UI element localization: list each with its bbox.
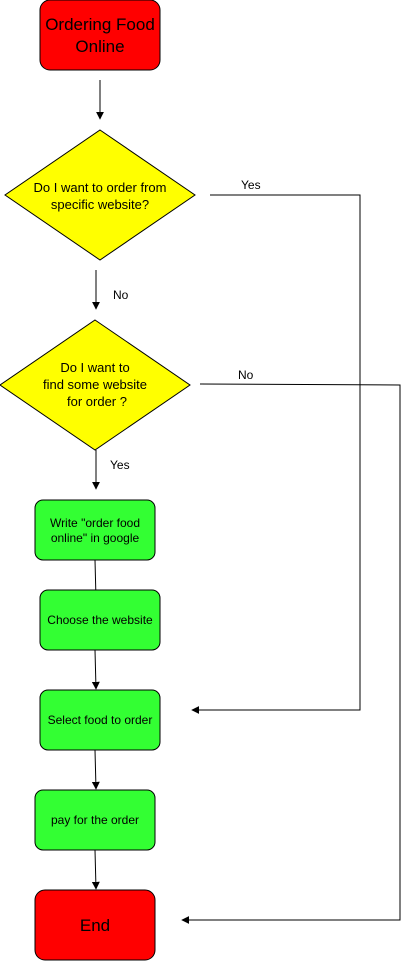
step1-label-line2: online" in google (51, 531, 140, 545)
decision2-label-line2: find some website (43, 377, 147, 392)
edge-label-d2-yes: Yes (110, 458, 130, 472)
edge-step3-to-step4 (91, 749, 100, 790)
step2-label: Choose the website (47, 613, 153, 627)
start-label-line1: Ordering Food (45, 15, 155, 34)
step2-node: Choose the website (39, 589, 161, 651)
edge-step4-to-end (91, 849, 100, 890)
step3-node: Select food to order (39, 689, 161, 751)
decision2-node: Do I want to find some website for order… (0, 319, 191, 451)
start-node: Ordering Food Online (39, 0, 161, 71)
edge-label-d1-no: No (113, 288, 129, 302)
end-label: End (80, 916, 110, 935)
decision1-label-line1: Do I want to order from (34, 180, 167, 195)
edge-label-d1-yes: Yes (241, 178, 261, 192)
end-node: End (34, 889, 156, 961)
edge-label-d2-no: No (238, 368, 254, 382)
edge-step2-to-step3 (91, 649, 100, 690)
decision1-label-line2: specific website? (51, 197, 149, 212)
decision2-label-line3: for order ? (67, 394, 127, 409)
start-label-line2: Online (75, 37, 124, 56)
step3-label: Select food to order (48, 713, 153, 727)
step1-label-line1: Write "order food (50, 516, 140, 530)
decision1-node: Do I want to order from specific website… (4, 129, 196, 261)
step4-label: pay for the order (51, 813, 139, 827)
step4-node: pay for the order (34, 789, 156, 851)
decision2-label-line1: Do I want to (60, 360, 129, 375)
edge-decision1-yes (191, 194, 361, 714)
edge-decision2-no (181, 383, 401, 924)
step1-node: Write "order food online" in google (34, 499, 156, 561)
